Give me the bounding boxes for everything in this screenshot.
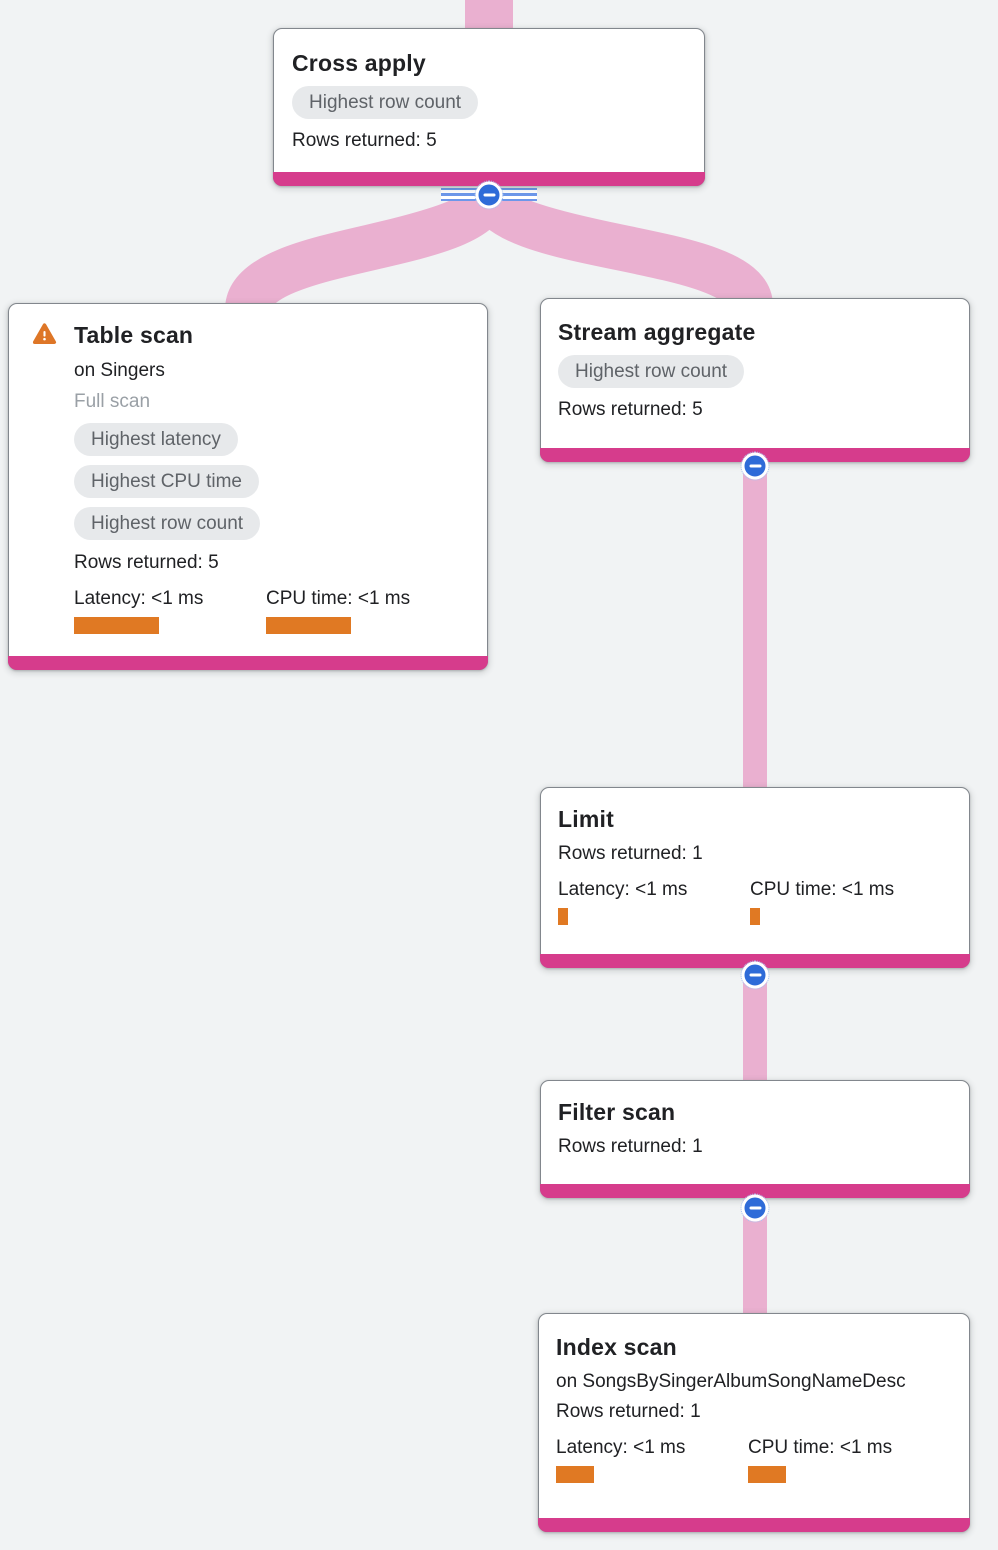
node-accent-bar [8, 656, 488, 670]
node-title: Stream aggregate [558, 319, 756, 345]
cpu-time-bar [266, 617, 351, 634]
node-accent-bar [540, 1184, 970, 1198]
node-title: Filter scan [558, 1099, 676, 1125]
latency-bar [74, 617, 159, 634]
insight-badge: Highest CPU time [74, 465, 259, 498]
plan-node-filter-scan[interactable]: Filter scan Rows returned: 1 [540, 1080, 970, 1198]
plan-node-limit[interactable]: Limit Rows returned: 1 Latency: <1 ms CP… [540, 787, 970, 968]
collapse-button-cross-apply[interactable] [474, 180, 504, 210]
node-subtitle: on Singers [74, 360, 165, 381]
warning-icon [32, 323, 57, 345]
node-accent-bar [538, 1518, 970, 1532]
collapse-button-limit[interactable] [740, 960, 770, 990]
rows-returned: Rows returned: 1 [556, 1401, 701, 1422]
plan-node-table-scan[interactable]: Table scan on Singers Full scan Highest … [8, 303, 488, 670]
insight-badge: Highest latency [74, 423, 238, 456]
node-accent-bar [540, 954, 970, 968]
node-title: Index scan [556, 1334, 677, 1360]
collapse-button-stream-aggregate[interactable] [740, 451, 770, 481]
cpu-time-label: CPU time: <1 ms [748, 1437, 893, 1458]
plan-node-stream-aggregate[interactable]: Stream aggregate Highest row count Rows … [540, 298, 970, 462]
cpu-time-bar [750, 908, 760, 925]
collapse-button-filter-scan[interactable] [740, 1193, 770, 1223]
cpu-time-bar [748, 1466, 786, 1483]
scan-type-label: Full scan [74, 391, 151, 412]
insight-badge: Highest row count [558, 355, 745, 388]
edge-cross-apply-to-table-scan [225, 183, 512, 314]
latency-bar [558, 908, 568, 925]
rows-returned: Rows returned: 5 [292, 130, 437, 151]
latency-label: Latency: <1 ms [556, 1437, 686, 1458]
node-title: Limit [558, 806, 614, 832]
node-accent-bar [273, 172, 705, 186]
node-title: Cross apply [292, 50, 426, 76]
latency-bar [556, 1466, 594, 1483]
minus-icon [749, 464, 761, 468]
plan-node-index-scan[interactable]: Index scan on SongsBySingerAlbumSongName… [538, 1313, 970, 1532]
cpu-time-label: CPU time: <1 ms [750, 879, 895, 900]
rows-returned: Rows returned: 1 [558, 1136, 703, 1157]
node-title: Table scan [74, 322, 194, 348]
plan-node-cross-apply[interactable]: Cross apply Highest row count Rows retur… [273, 28, 705, 186]
insight-badge: Highest row count [292, 86, 479, 119]
rows-returned: Rows returned: 5 [558, 399, 703, 420]
insight-badge: Highest row count [74, 507, 261, 540]
minus-icon [749, 1206, 761, 1210]
cpu-time-label: CPU time: <1 ms [266, 588, 411, 609]
latency-label: Latency: <1 ms [558, 879, 688, 900]
latency-label: Latency: <1 ms [74, 588, 204, 609]
minus-icon [483, 193, 495, 197]
rows-returned: Rows returned: 1 [558, 843, 703, 864]
node-subtitle: on SongsBySingerAlbumSongNameDesc [556, 1371, 906, 1392]
edge-cross-apply-to-stream-aggregate [466, 183, 773, 311]
rows-returned: Rows returned: 5 [74, 552, 219, 573]
minus-icon [749, 973, 761, 977]
